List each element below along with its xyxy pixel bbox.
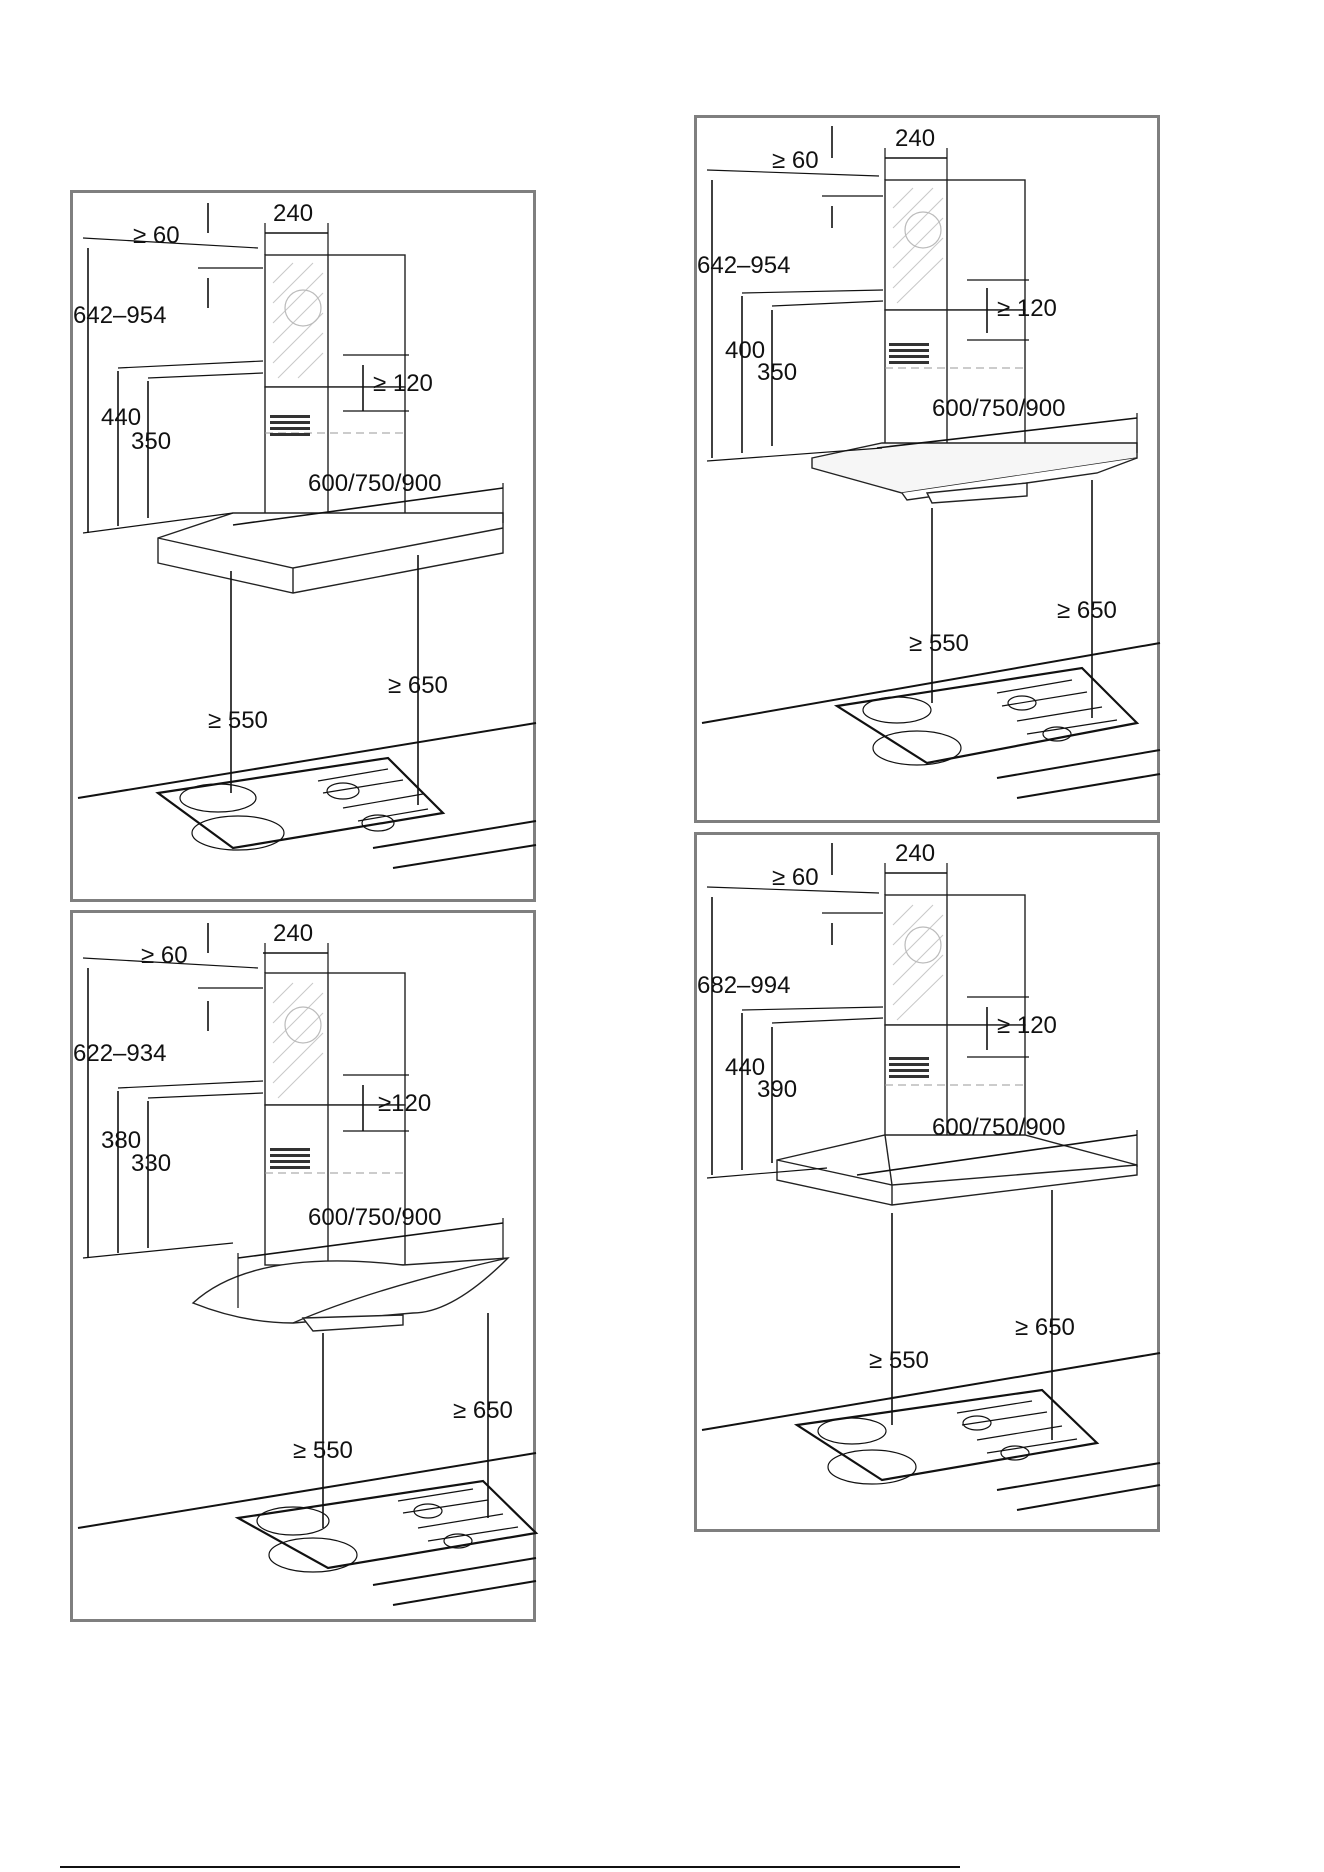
chimney-upper <box>265 973 405 1105</box>
page-bottom-rule <box>60 1866 960 1868</box>
lower-height-label: 440 <box>101 404 141 431</box>
top-width-label: 240 <box>895 125 935 152</box>
clearance-gas-label: ≥ 650 <box>1015 1314 1075 1341</box>
chimney-upper <box>885 895 1025 1025</box>
glass-canopy <box>193 1258 508 1323</box>
overlap-label: ≥ 120 <box>997 1012 1057 1039</box>
chimney-lower <box>265 1105 405 1265</box>
chimney-upper <box>265 255 405 387</box>
overlap-label: ≥ 120 <box>373 370 433 397</box>
hood-width-label: 600/750/900 <box>932 395 1065 422</box>
clearance-gas-label: ≥ 650 <box>388 672 448 699</box>
total-height-label: 622–934 <box>73 1040 166 1067</box>
diagram-panel-curved-glass-hood: 240 ≥ 60 622–934 380 330 ≥120 600/750/90… <box>70 910 536 1622</box>
total-height-label: 682–994 <box>697 972 790 999</box>
top-gap-label: ≥ 60 <box>772 147 819 174</box>
clearance-electric-label: ≥ 550 <box>909 630 969 657</box>
diagram-panel-box-hood: 240 ≥ 60 642–954 440 350 ≥ 120 600/750/9… <box>70 190 536 902</box>
inner-height-label: 390 <box>757 1076 797 1103</box>
overlap-label: ≥ 120 <box>997 295 1057 322</box>
total-height-label: 642–954 <box>73 302 166 329</box>
top-gap-label: ≥ 60 <box>141 942 188 969</box>
inner-height-label: 330 <box>131 1150 171 1177</box>
clearance-gas-label: ≥ 650 <box>1057 597 1117 624</box>
top-width-label: 240 <box>273 920 313 947</box>
hood-width-label: 600/750/900 <box>932 1114 1065 1141</box>
clearance-electric-label: ≥ 550 <box>869 1347 929 1374</box>
inner-height-label: 350 <box>131 428 171 455</box>
chimney-upper <box>885 180 1025 310</box>
clearance-electric-label: ≥ 550 <box>208 707 268 734</box>
hood-width-label: 600/750/900 <box>308 470 441 497</box>
top-gap-label: ≥ 60 <box>772 864 819 891</box>
chimney-lower <box>885 310 1025 460</box>
diagram-panel-pyramid-hood: 240 ≥ 60 682–994 440 390 ≥ 120 600/750/9… <box>694 832 1160 1532</box>
clearance-gas-label: ≥ 650 <box>453 1397 513 1424</box>
total-height-label: 642–954 <box>697 252 790 279</box>
top-width-label: 240 <box>895 840 935 867</box>
overlap-label: ≥120 <box>378 1090 431 1117</box>
hood-width-label: 600/750/900 <box>308 1204 441 1231</box>
hob <box>158 758 443 848</box>
top-width-label: 240 <box>273 200 313 227</box>
diagram-panel-flat-glass-hood: 240 ≥ 60 642–954 400 350 ≥ 120 600/750/9… <box>694 115 1160 823</box>
top-gap-label: ≥ 60 <box>133 222 180 249</box>
clearance-electric-label: ≥ 550 <box>293 1437 353 1464</box>
inner-height-label: 350 <box>757 359 797 386</box>
